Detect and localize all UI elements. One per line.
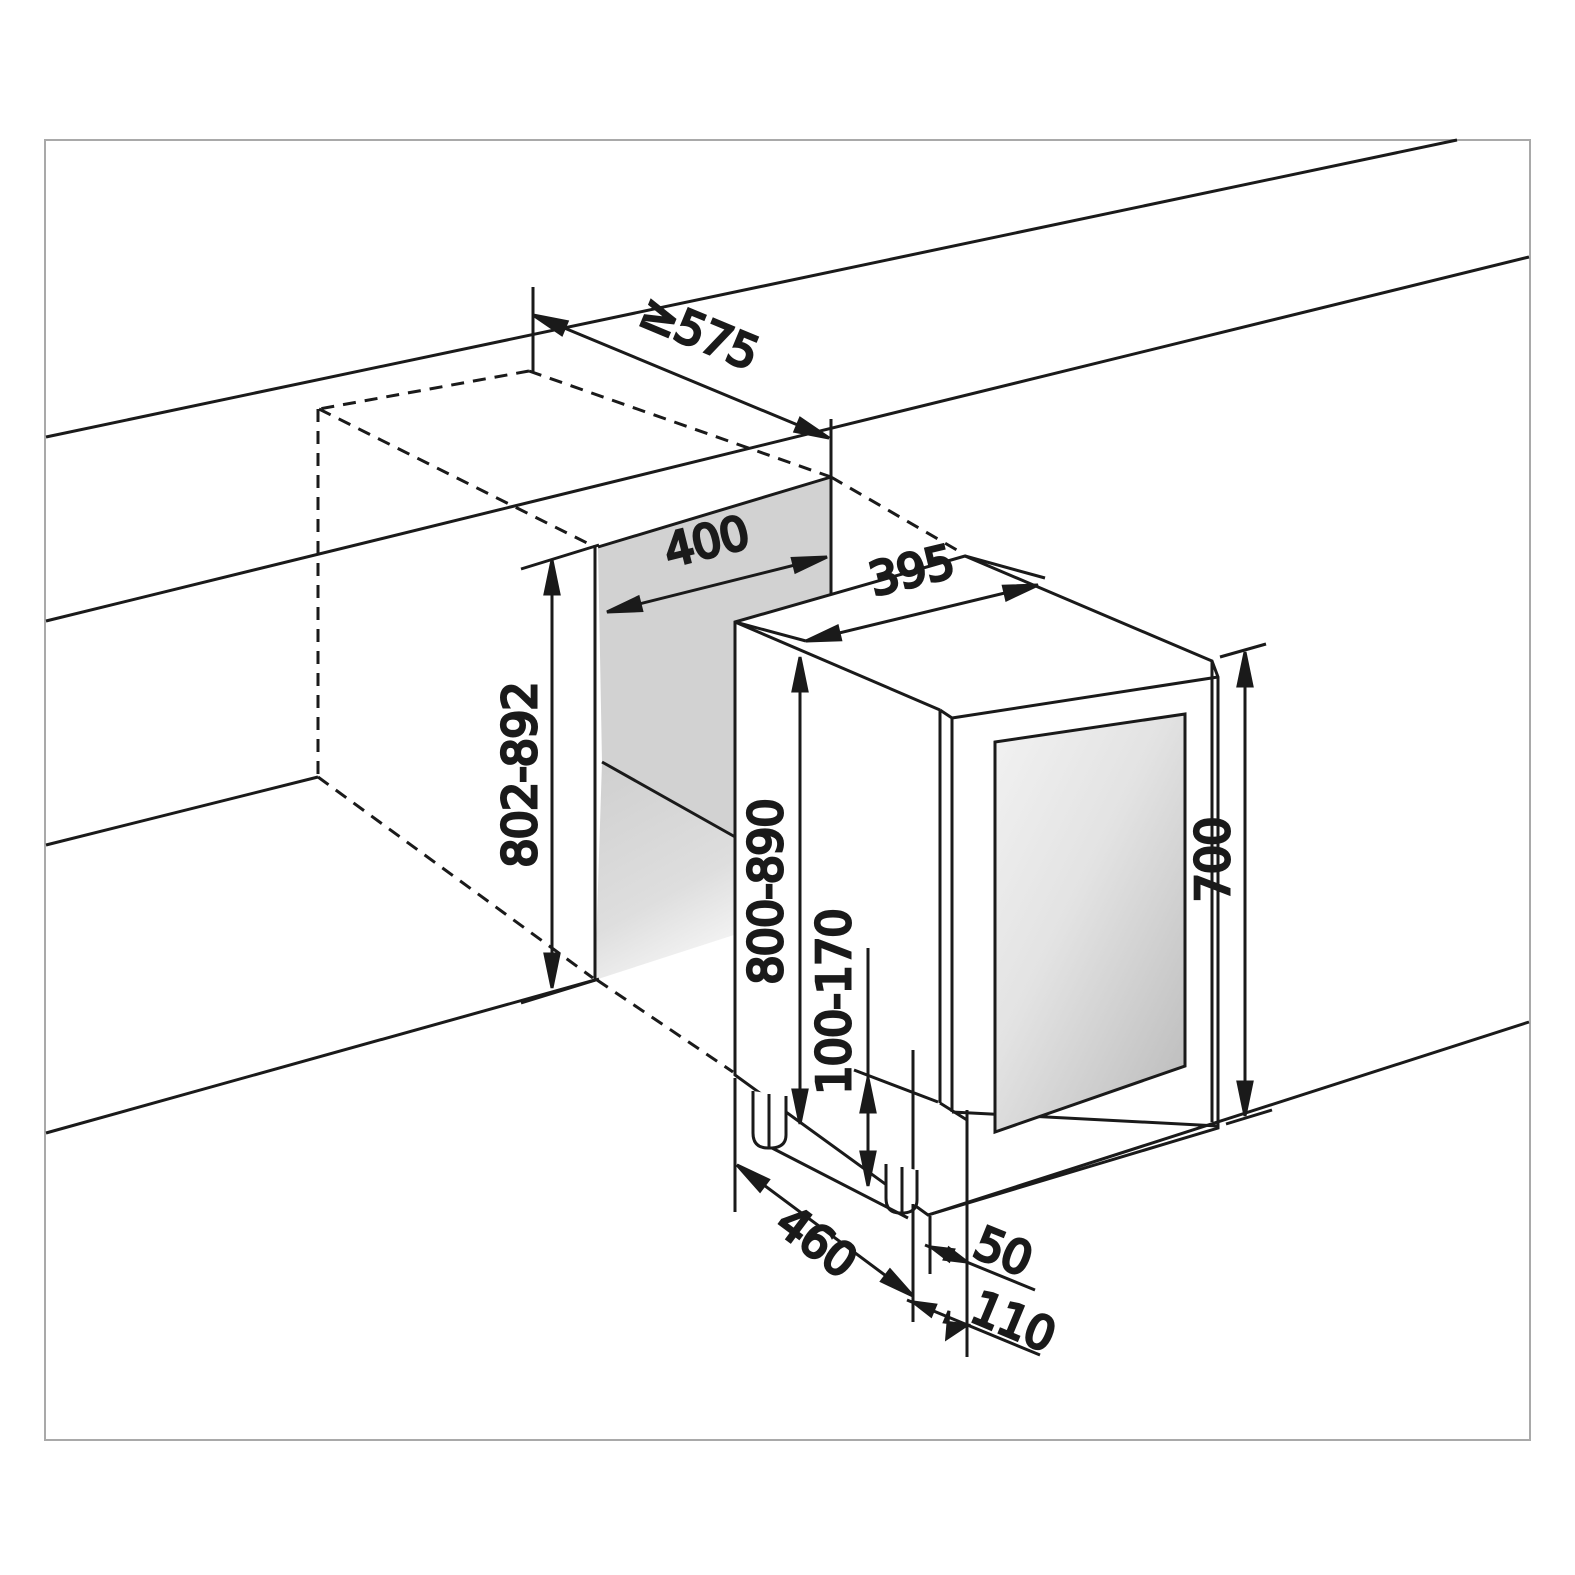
dim-door-height: 700 [1185,642,1273,1126]
projection-line-top [830,475,963,555]
dim-niche-depth: ≥575 [531,282,830,440]
dim-label-door-height: 700 [1186,818,1240,903]
niche-hidden-top-front-edge [318,407,594,548]
door-top-edge [951,675,1219,720]
dim-label-niche-height: 802-892 [493,682,547,867]
floor-line-under-feet [771,1146,909,1220]
glass-door-pane [993,712,1187,1135]
floor-front-edge-right [927,1020,1530,1217]
page-border [44,139,1531,1441]
dim-total-offset: 110 [906,1278,1064,1364]
dim-label-appliance-height: 800-890 [739,799,793,984]
counter-lines [45,138,1530,1135]
projection-line-bottom [596,978,734,1074]
dim-feet-height: 100-170 [806,908,939,1187]
counter-front-top-edge [45,255,1530,623]
dim-appliance-height: 800-890 [738,656,809,1125]
dim-niche-height: 802-892 [492,543,600,1005]
niche-wall-floor-boundary [601,760,738,840]
niche-back-top-edge [597,475,832,549]
niche-hidden-top-back-edge [528,369,832,479]
dim-label-total-offset: 110 [964,1280,1063,1363]
niche [316,369,963,1074]
floor-front-edge-left [45,978,596,1135]
niche-hidden-bottom-edge [317,775,594,980]
niche-floor [595,762,737,980]
dim-label-feet-height: 100-170 [807,909,861,1094]
dim-label-front-offset: 50 [967,1216,1040,1287]
appliance-feet [751,1091,919,1215]
cabinet-floor-back-edge [45,775,319,847]
niche-hidden-top-left-edge [318,369,530,411]
wall-top-edge [45,138,1458,439]
niche-back-panel [598,477,831,838]
door-step-edge [939,708,953,720]
niche-hidden-edges [316,369,963,1074]
top-face-inner-edge [734,620,941,712]
dim-label-appliance-depth: 460 [766,1194,866,1288]
appliance [733,554,1220,1220]
